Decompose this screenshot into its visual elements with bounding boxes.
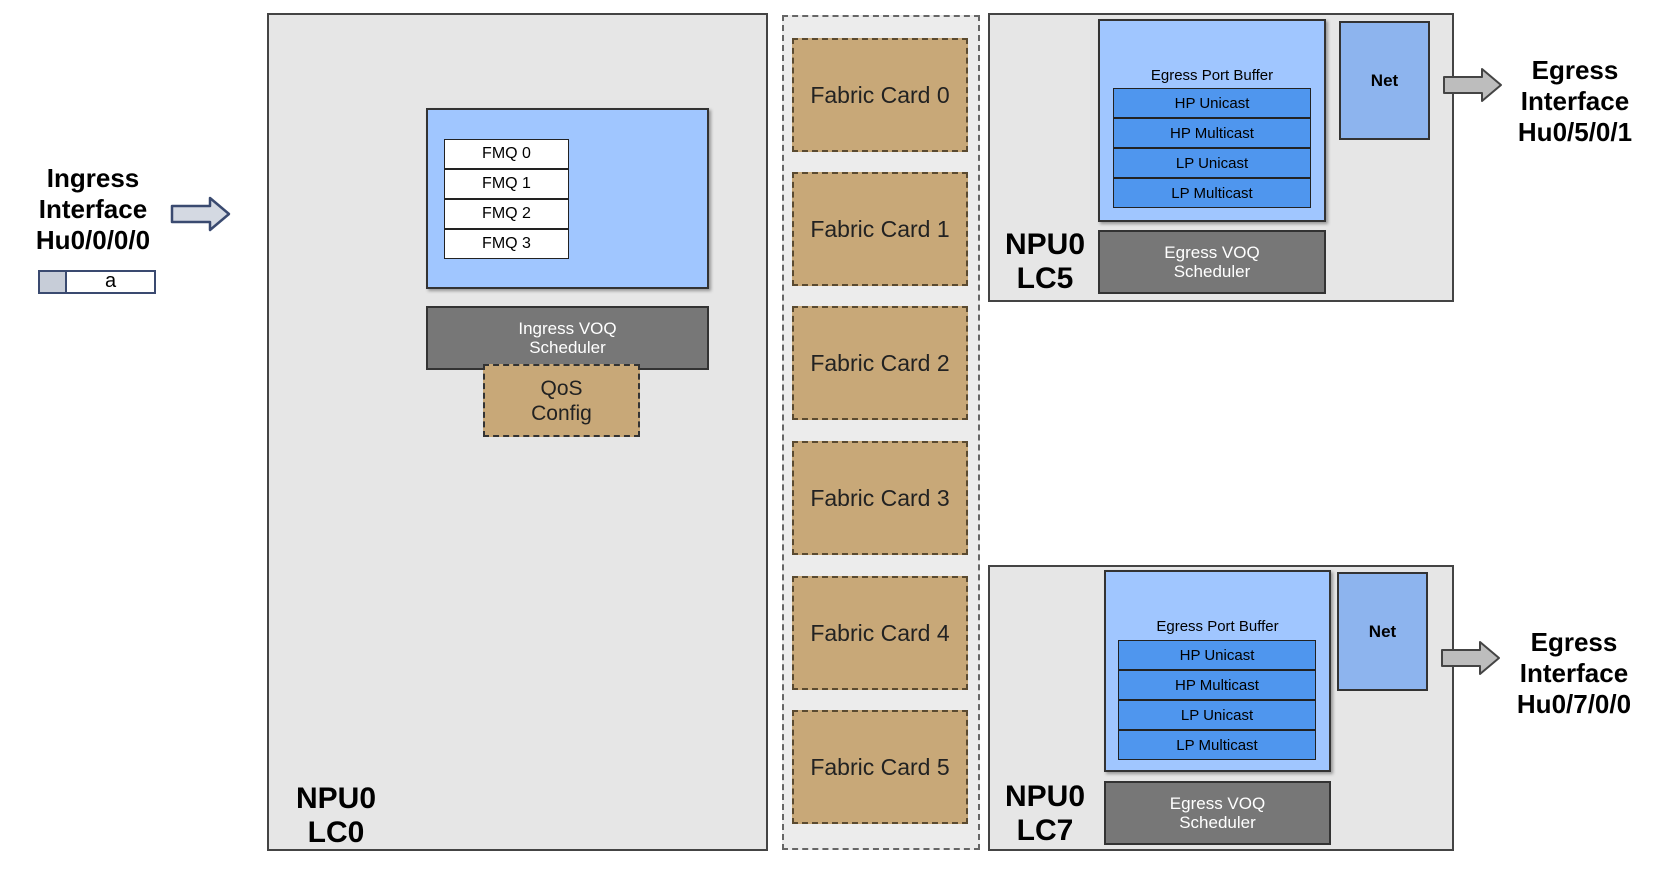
egress-arrow-icon xyxy=(1441,641,1500,675)
qos-config: QoS Config xyxy=(483,364,640,437)
packet-header xyxy=(40,272,67,292)
fabric-card-4: Fabric Card 4 xyxy=(792,576,968,690)
queue-hp-unicast: HP Unicast xyxy=(1113,88,1311,118)
egress-port-buffer-title: Egress Port Buffer xyxy=(1150,67,1274,84)
fabric-card-0: Fabric Card 0 xyxy=(792,38,968,152)
egress-interface-label-2: Egress Interface Hu0/7/0/0 xyxy=(1516,627,1632,719)
queue-lp-unicast: LP Unicast xyxy=(1118,700,1316,730)
net-lc7: Net xyxy=(1337,572,1428,691)
queue-lp-unicast: LP Unicast xyxy=(1113,148,1311,178)
egress-voq-scheduler-lc7: Egress VOQ Scheduler xyxy=(1104,781,1331,845)
ingress-interface-label: Ingress Interface Hu0/0/0/0 xyxy=(35,163,151,255)
queue-hp-multicast: HP Multicast xyxy=(1113,118,1311,148)
fmq-0: FMQ 0 xyxy=(444,139,569,169)
fabric-card-5: Fabric Card 5 xyxy=(792,710,968,824)
egress-interface-label-1: Egress Interface Hu0/5/0/1 xyxy=(1517,55,1633,147)
fmq-3: FMQ 3 xyxy=(444,229,569,259)
queue-lp-multicast: LP Multicast xyxy=(1113,178,1311,208)
lc7-label: NPU0 LC7 xyxy=(1004,780,1086,847)
fabric-card-2: Fabric Card 2 xyxy=(792,306,968,420)
queue-lp-multicast: LP Multicast xyxy=(1118,730,1316,760)
egress-port-buffer-title: Egress Port Buffer xyxy=(1156,618,1279,635)
fabric-card-3: Fabric Card 3 xyxy=(792,441,968,555)
egress-arrow-icon xyxy=(1443,68,1502,102)
lc5-label: NPU0 LC5 xyxy=(1004,228,1086,295)
ingress-packet: a xyxy=(38,270,156,294)
egress-voq-scheduler-lc5: Egress VOQ Scheduler xyxy=(1098,230,1326,294)
queue-hp-unicast: HP Unicast xyxy=(1118,640,1316,670)
ingress-arrow-icon xyxy=(170,196,231,232)
fabric-card-1: Fabric Card 1 xyxy=(792,172,968,286)
queue-hp-multicast: HP Multicast xyxy=(1118,670,1316,700)
lc0-label: NPU0 LC0 xyxy=(295,782,377,849)
net-lc5: Net xyxy=(1339,21,1430,140)
ingress-voq-scheduler: Ingress VOQ Scheduler xyxy=(426,306,709,370)
packet-label: a xyxy=(104,270,117,292)
fmq-1: FMQ 1 xyxy=(444,169,569,199)
fmq-2: FMQ 2 xyxy=(444,199,569,229)
